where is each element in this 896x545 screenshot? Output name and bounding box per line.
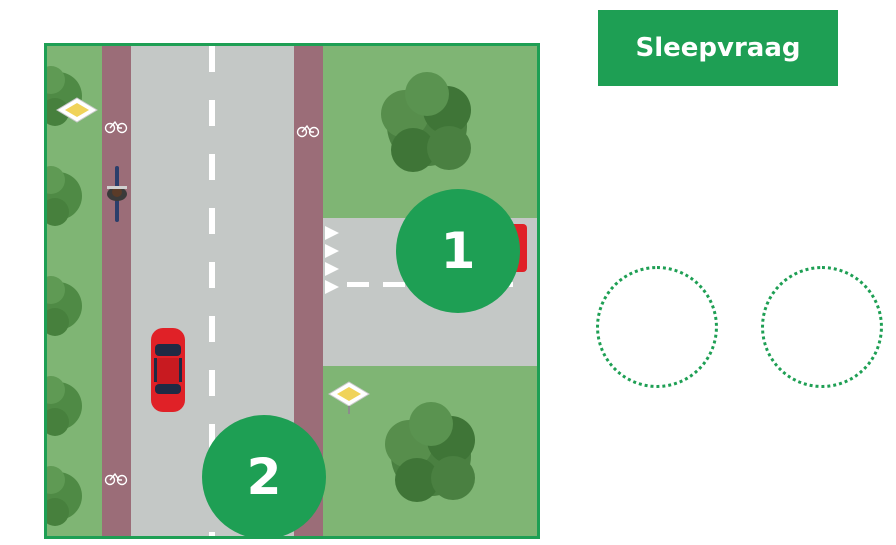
shark-teeth-icon [325,226,339,294]
drop-zone-2[interactable] [761,266,883,388]
traffic-scene: 1 2 [44,43,540,539]
car-icon [151,328,185,412]
marker-1[interactable]: 1 [396,189,520,313]
center-line [209,46,215,536]
marker-2[interactable]: 2 [202,415,326,536]
tree-icon [381,72,471,172]
bicycle-icon [104,120,128,134]
bicycle-icon [104,472,128,486]
tree-icon [385,402,475,502]
question-type-title: Sleepvraag [598,10,838,86]
bush-icon [47,166,82,226]
bicycle-icon [296,124,320,138]
marker-1-label: 1 [440,222,476,280]
title-text: Sleepvraag [635,33,801,63]
priority-road-sign-icon [328,381,370,414]
bush-icon [47,276,82,336]
cyclist-icon [107,166,127,222]
marker-2-label: 2 [246,448,282,506]
bush-icon [47,466,82,526]
priority-road-sign-icon [56,97,98,123]
drop-zone-1[interactable] [596,266,718,388]
bush-icon [47,376,82,436]
